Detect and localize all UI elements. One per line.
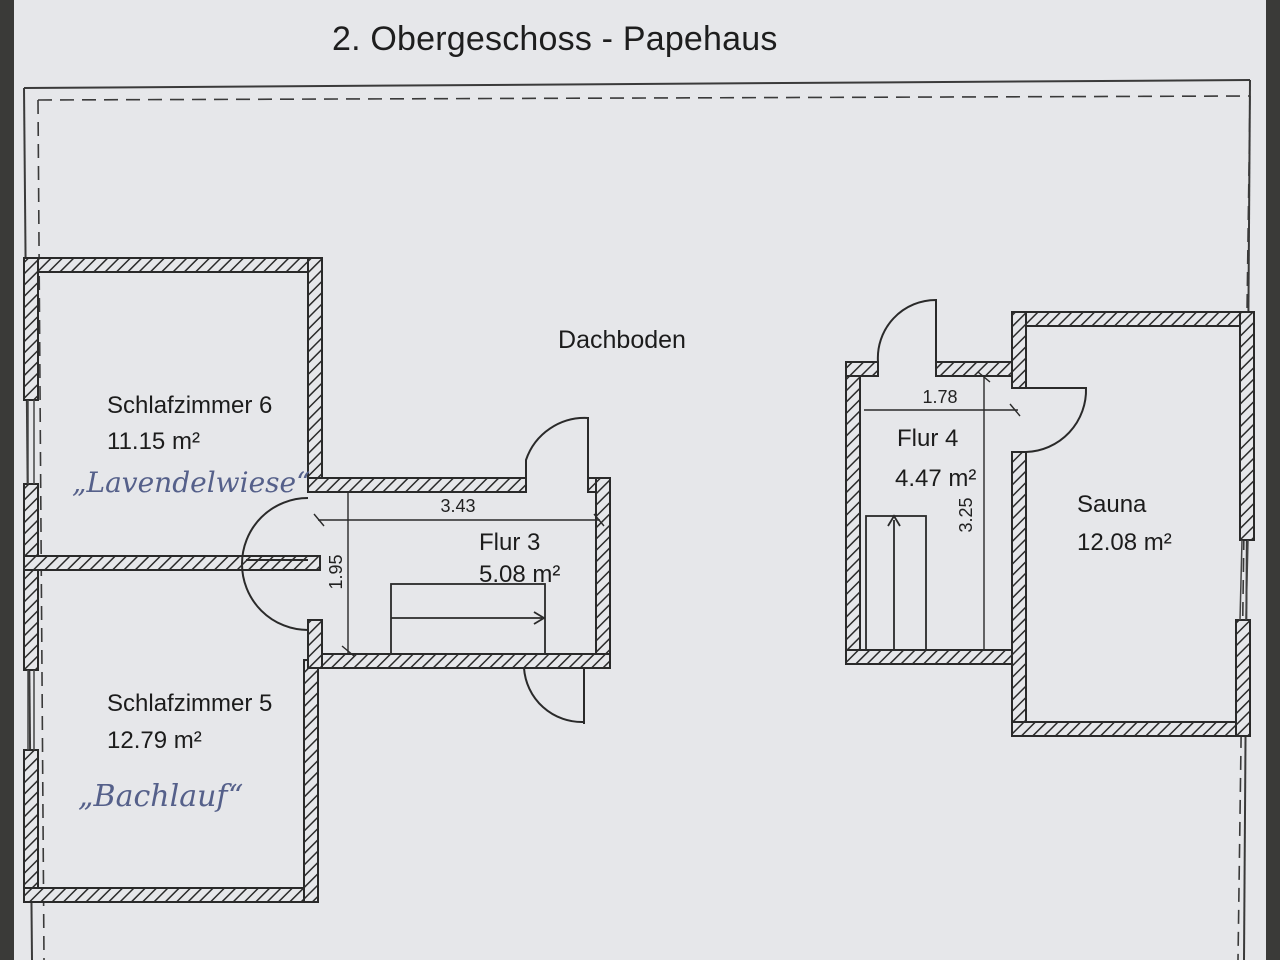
room-nickname-schlafzimmer5: „Bachlauf“ (78, 779, 243, 814)
stair-flur3 (390, 583, 546, 655)
stair-flur4 (865, 514, 927, 651)
dimension-label-flur4-width: 1.78 (922, 387, 957, 407)
left-wing-walls (23, 257, 611, 903)
outer-border (23, 79, 1251, 960)
floor-plan-sheet: 2. Obergeschoss - Papehaus (14, 0, 1266, 960)
dimension-label-flur3-width: 3.43 (440, 496, 475, 516)
room-area-schlafzimmer5: 12.79 m² (107, 727, 202, 754)
floor-plan-drawing: Dachboden Schlafzimmer 6 11.15 m² „Laven… (23, 79, 1255, 960)
room-name-schlafzimmer5: Schlafzimmer 5 (107, 690, 272, 717)
room-name-sauna: Sauna (1077, 491, 1147, 518)
right-doors (876, 298, 1088, 453)
attic-label: Dachboden (558, 326, 686, 354)
dimension-lines-flur3 (313, 492, 605, 657)
room-nickname-schlafzimmer6: „Lavendelwiese“ (72, 466, 310, 499)
dimension-label-flur4-depth: 3.25 (956, 497, 976, 532)
room-name-flur3: Flur 3 (479, 529, 540, 556)
room-area-flur4: 4.47 m² (895, 465, 976, 492)
room-area-schlafzimmer6: 11.15 m² (107, 428, 200, 455)
right-wing-walls (845, 311, 1255, 737)
left-doors (241, 416, 589, 724)
room-area-flur3: 5.08 m² (479, 561, 560, 588)
dimension-label-flur3-depth: 1.95 (326, 554, 346, 589)
sauna-window (1239, 539, 1249, 621)
left-windows (27, 400, 35, 750)
room-name-schlafzimmer6: Schlafzimmer 6 (107, 392, 272, 419)
room-name-flur4: Flur 4 (897, 425, 958, 452)
plan-title: 2. Obergeschoss - Papehaus (332, 20, 778, 58)
dimension-lines-flur4 (864, 371, 1021, 650)
room-area-sauna: 12.08 m² (1077, 529, 1172, 556)
